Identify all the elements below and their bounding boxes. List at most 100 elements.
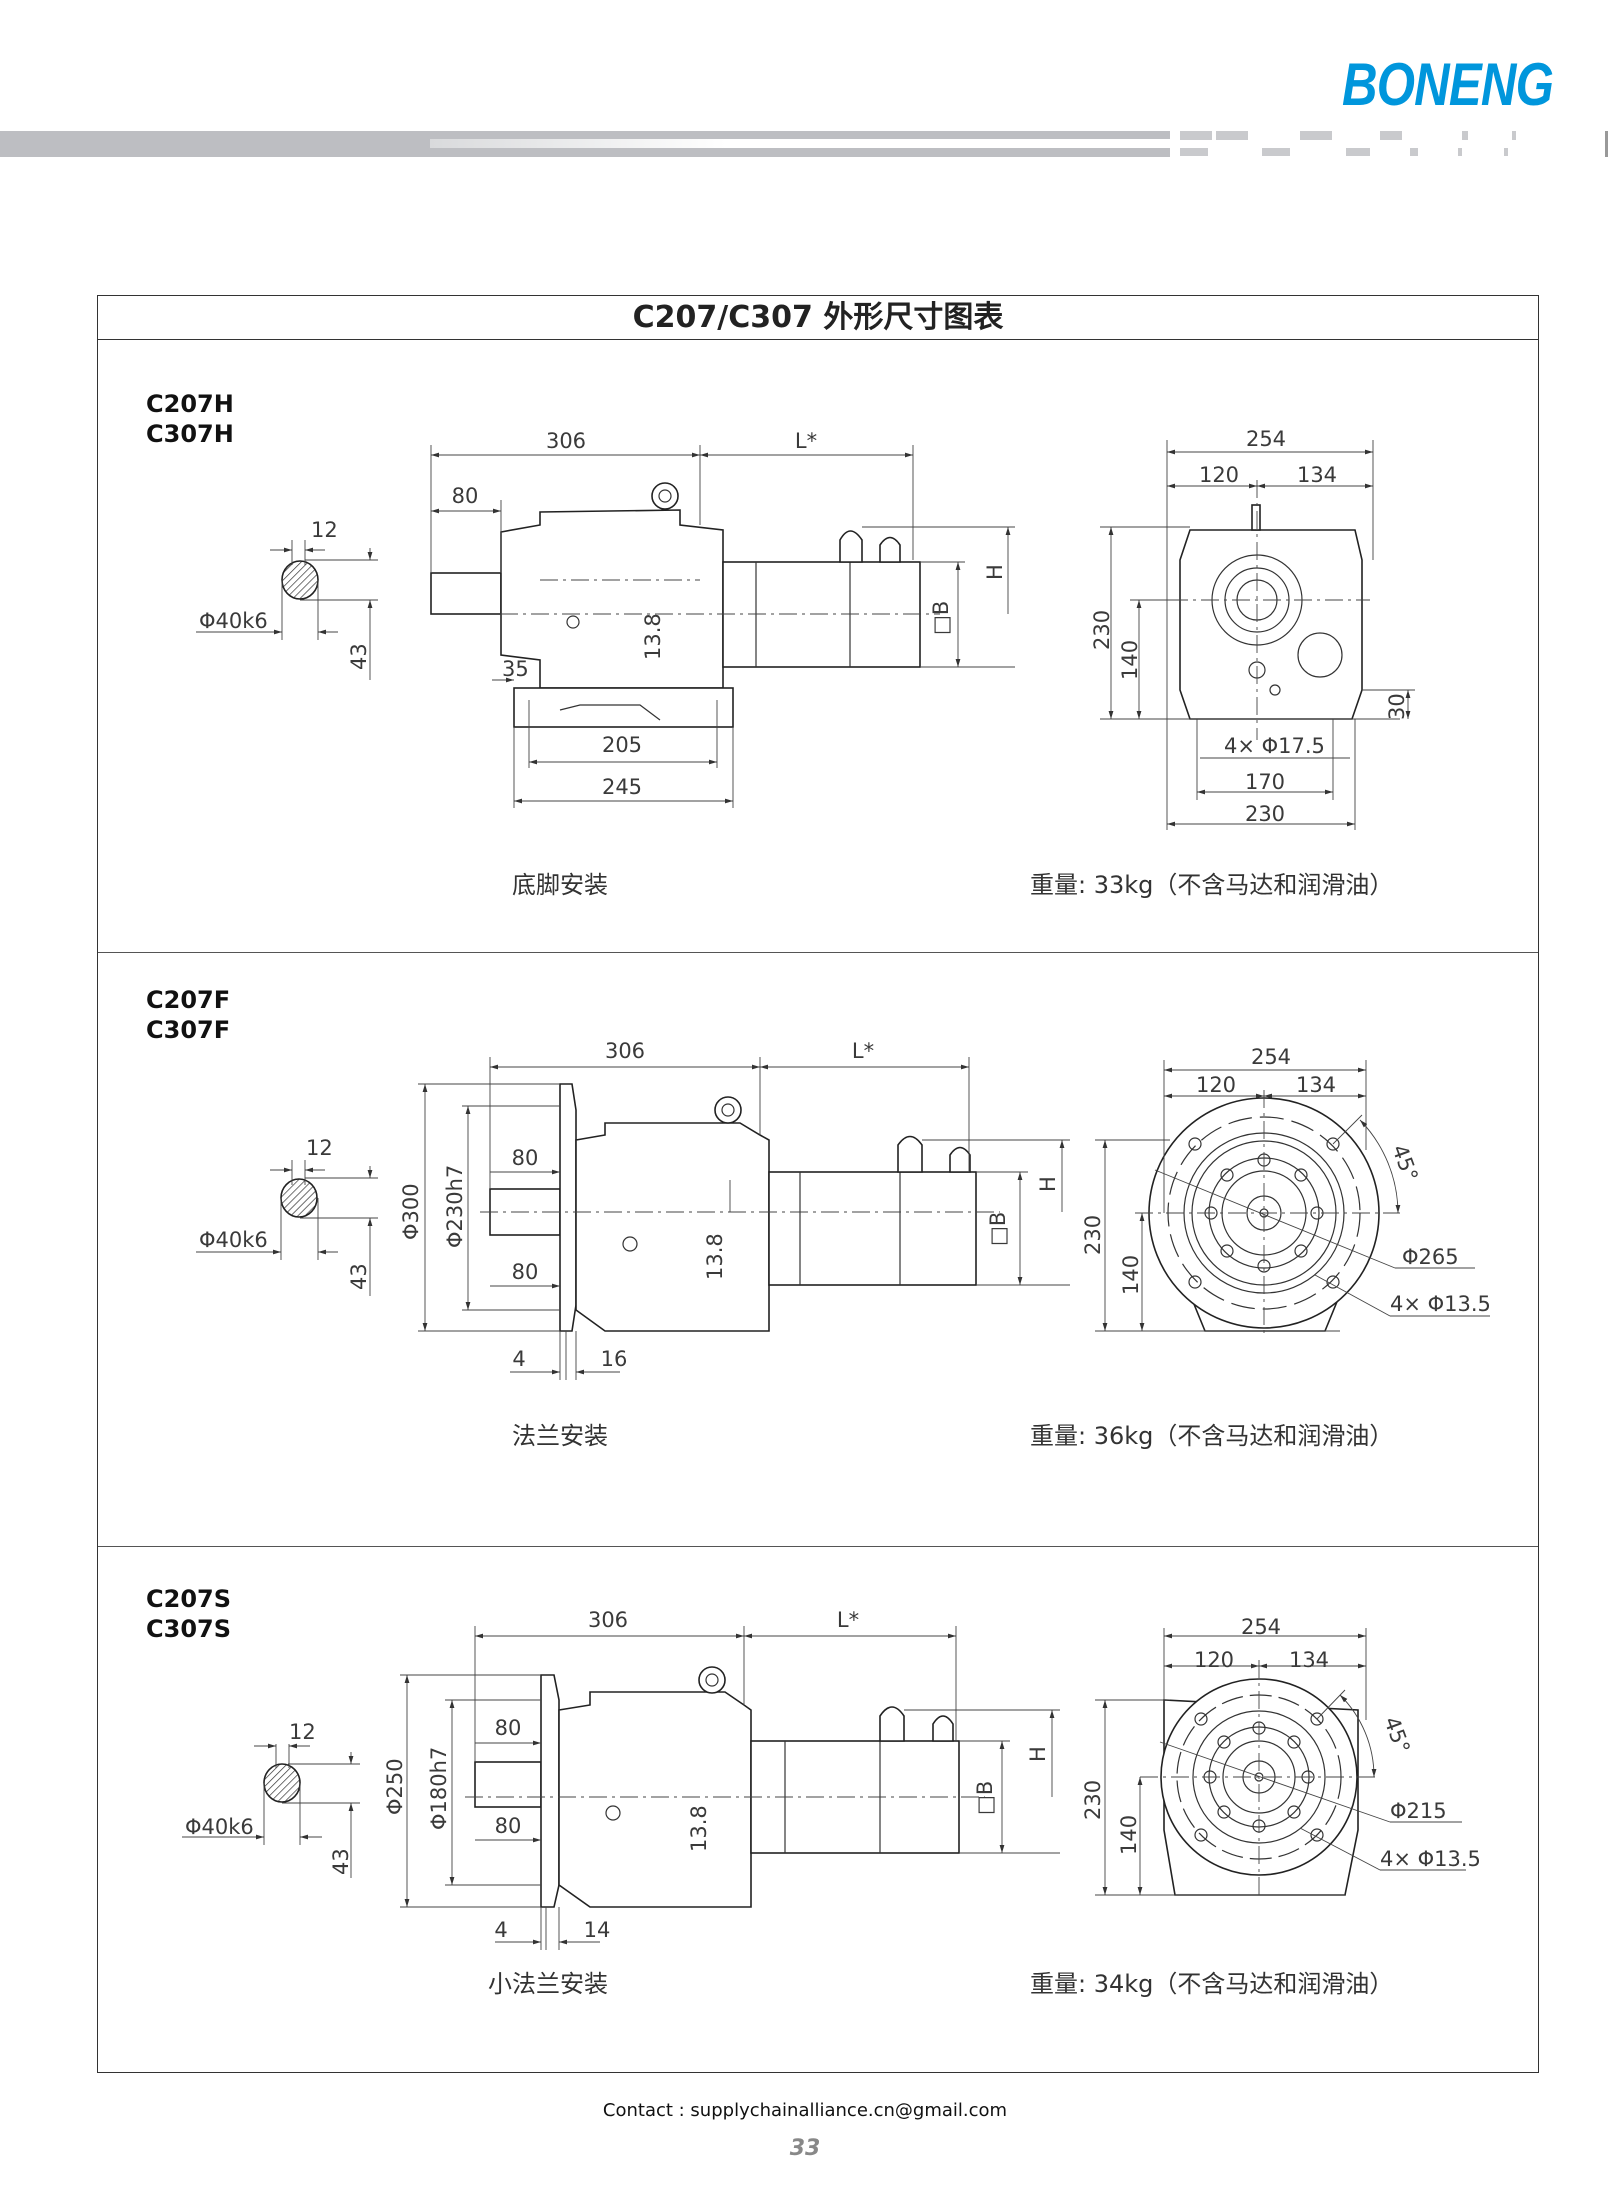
gearmotor-side-view: [465, 1666, 985, 1908]
shaft-height-dim: 43: [347, 1263, 371, 1290]
mounting-caption: 小法兰安装: [488, 1970, 608, 1998]
base-outer-dim: 245: [602, 775, 642, 799]
header-bar: [0, 131, 1170, 157]
model-label: C207H: [146, 390, 234, 418]
overall-length-dim: 306: [546, 429, 586, 453]
flange-diameter-dim: Φ250: [383, 1758, 407, 1815]
overall-length-dim: 306: [588, 1608, 628, 1632]
angle-dim: 45°: [1387, 1142, 1422, 1185]
shaft-bottom-dim: 80: [495, 1814, 522, 1838]
model-label: C307H: [146, 420, 234, 448]
gearmotor-side-view: [430, 482, 940, 728]
shaft-height-dim: 43: [329, 1848, 353, 1875]
key-width-dim: 12: [289, 1720, 316, 1744]
flange-spigot-dim: 14: [584, 1918, 611, 1942]
section-flange-mount: C207F C307F 12 Φ40k6 43 30: [146, 986, 1491, 1450]
dimension-table: C207/C307 外形尺寸图表: [97, 295, 1539, 2073]
base-width-dim: 230: [1245, 802, 1285, 826]
header-dash: [1346, 148, 1370, 156]
pilot-diameter-dim: Φ180h7: [427, 1747, 451, 1830]
end-left-dim: 120: [1194, 1648, 1234, 1672]
table-title: C207/C307 外形尺寸图表: [98, 296, 1538, 340]
foot-holes-dim: 4× Φ17.5: [1224, 734, 1325, 758]
axis-height-dim: 140: [1117, 1815, 1141, 1855]
shaft-cross-section: [182, 1743, 360, 1878]
shaft-top-dim: 80: [495, 1716, 522, 1740]
shaft-cross-section: [196, 1160, 378, 1296]
model-label: C207S: [146, 1585, 231, 1613]
motor-square-dim: □B: [986, 1212, 1010, 1246]
header-dash: [1262, 148, 1290, 156]
motor-length-dim: L*: [852, 1039, 874, 1063]
end-left-dim: 120: [1196, 1073, 1236, 1097]
model-label: C207F: [146, 986, 230, 1014]
contact-footer: Contact : supplychainalliance.cn@gmail.c…: [602, 2100, 1008, 2121]
section-divider: [98, 952, 1538, 953]
key-width-dim: 12: [306, 1136, 333, 1160]
end-height-dim: 230: [1081, 1215, 1105, 1255]
header-dash: [1462, 131, 1468, 140]
angle-dim: 45°: [1379, 1714, 1414, 1757]
pcd-dim: Φ215: [1390, 1799, 1447, 1823]
end-right-dim: 134: [1289, 1648, 1329, 1672]
flange-end-view: [1140, 1660, 1380, 1900]
end-right-dim: 134: [1297, 463, 1337, 487]
header-dash: [1410, 148, 1418, 156]
base-inner-dim: 205: [602, 733, 642, 757]
motor-length-dim: L*: [795, 429, 817, 453]
foot-height-dim: 30: [1385, 693, 1409, 720]
axis-offset-dim: 13.8: [703, 1233, 727, 1280]
axis-offset-dim: 13.8: [641, 613, 665, 660]
section-foot-mount: C207H C307H 12 Φ40k6 43: [146, 390, 1415, 899]
section-small-flange-mount: C207S C307S 12 Φ40k6 43 30: [146, 1585, 1481, 1998]
shaft-cross-section: [196, 540, 378, 680]
header-dash: [1512, 131, 1516, 140]
offset-dim: 35: [502, 657, 529, 681]
overall-length-dim: 306: [605, 1039, 645, 1063]
motor-square-dim: □B: [973, 1781, 997, 1815]
pcd-dim: Φ265: [1402, 1245, 1459, 1269]
header-dash: [1180, 148, 1208, 156]
header-dash: [1300, 131, 1332, 140]
axis-height-dim: 140: [1118, 640, 1142, 680]
flange-thickness-dim: 4: [512, 1347, 525, 1371]
shaft-height-dim: 43: [347, 643, 371, 670]
model-label: C307F: [146, 1016, 230, 1044]
weight-note: 重量: 34kg（不含马达和润滑油）: [1030, 1970, 1393, 1998]
shaft-diameter-dim: Φ40k6: [199, 609, 268, 633]
flange-spigot-dim: 16: [601, 1347, 628, 1371]
header-dash: [1180, 131, 1212, 140]
weight-note: 重量: 33kg（不含马达和润滑油）: [1030, 871, 1393, 899]
end-width-dim: 254: [1241, 1615, 1281, 1639]
header-dash: [1458, 148, 1462, 156]
shaft-diameter-dim: Φ40k6: [185, 1815, 254, 1839]
hole-span-dim: 170: [1245, 770, 1285, 794]
end-width-dim: 254: [1251, 1045, 1291, 1069]
flange-holes-dim: 4× Φ13.5: [1390, 1292, 1491, 1316]
header-dash: [1605, 131, 1608, 157]
shaft-diameter-dim: Φ40k6: [199, 1228, 268, 1252]
flange-end-view: [1135, 1090, 1400, 1338]
shaft-top-dim: 80: [512, 1146, 539, 1170]
mounting-caption: 底脚安装: [512, 871, 608, 899]
end-right-dim: 134: [1296, 1073, 1336, 1097]
pilot-diameter-dim: Φ230h7: [443, 1165, 467, 1248]
shaft-bottom-dim: 80: [512, 1260, 539, 1284]
end-height-dim: 230: [1081, 1780, 1105, 1820]
height-h-dim: H: [1026, 1746, 1050, 1762]
end-height-dim: 230: [1090, 610, 1114, 650]
gearmotor-end-view: [1170, 480, 1370, 740]
motor-square-dim: □B: [929, 601, 953, 635]
header-dash: [1216, 131, 1248, 140]
header-dash: [1380, 131, 1402, 140]
gearmotor-side-view: [480, 1083, 1000, 1332]
height-h-dim: H: [983, 564, 1007, 580]
key-width-dim: 12: [311, 518, 338, 542]
section-divider: [98, 1546, 1538, 1547]
motor-length-dim: L*: [837, 1608, 859, 1632]
model-label: C307S: [146, 1615, 231, 1643]
axis-height-dim: 140: [1119, 1255, 1143, 1295]
weight-note: 重量: 36kg（不含马达和润滑油）: [1030, 1422, 1393, 1450]
height-h-dim: H: [1036, 1176, 1060, 1192]
